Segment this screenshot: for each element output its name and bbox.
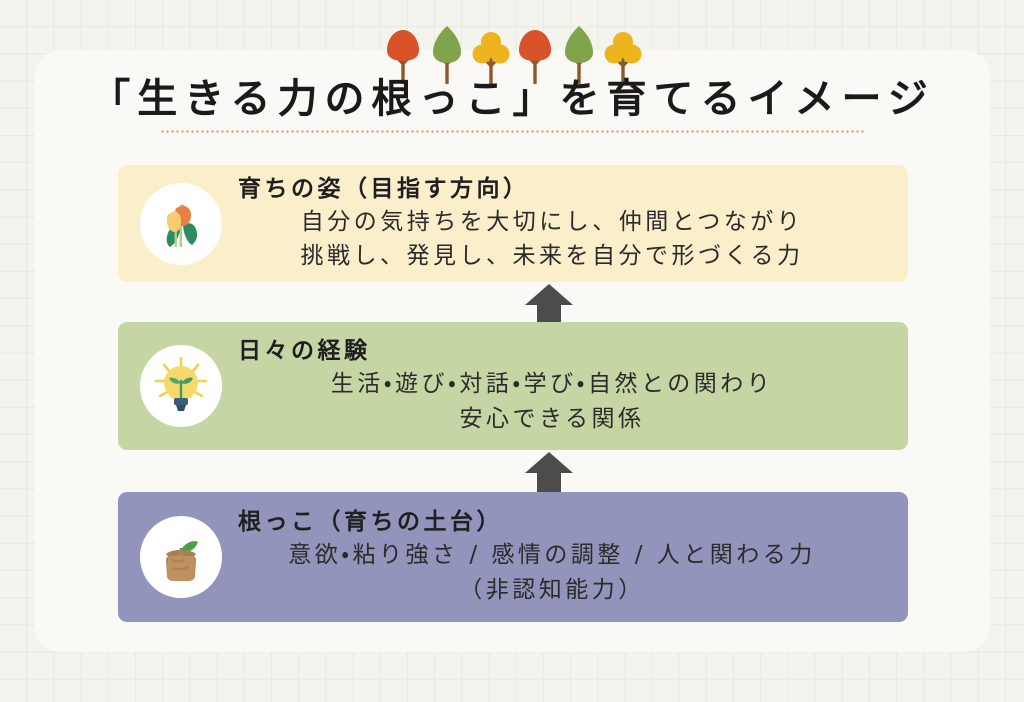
layer-card-roots-foundation[interactable]: 根っこ（育ちの土台） 意欲・粘り強さ / 感情の調整 / 人と関わる力 （非認知… — [118, 492, 908, 622]
arrow-up-to-experience-icon — [519, 450, 579, 496]
tree-decoration-6 — [603, 26, 643, 84]
layer-card-daily-experience[interactable]: 日々の経験 生活・遊び・対話・学び・自然との関わり 安心できる関係 — [118, 322, 908, 450]
layer-heading-daily-experience: 日々の経験 — [238, 338, 371, 365]
layer-heading-growth-vision: 育ちの姿（目指す方向） — [238, 175, 530, 202]
layer-body-line: 生活・遊び・対話・学び・自然との関わり — [330, 371, 774, 398]
page-title: 「生きる力の根っこ」を育てるイメージ — [90, 76, 935, 122]
layer-body-line: （非認知能力） — [459, 576, 645, 603]
layer-heading-roots-foundation: 根っこ（育ちの土台） — [238, 509, 503, 536]
layer-body-line: 意欲・粘り強さ / 感情の調整 / 人と関わる力 — [288, 542, 816, 569]
title-underline — [159, 130, 866, 133]
tree-decoration-5 — [559, 26, 599, 84]
tree-decoration-4 — [515, 26, 555, 84]
layer-text-roots-foundation: 根っこ（育ちの土台） 意欲・粘り強さ / 感情の調整 / 人と関わる力 （非認知… — [230, 507, 908, 606]
layer-card-growth-vision[interactable]: 育ちの姿（目指す方向） 自分の気持ちを大切にし、仲間とつながり 挑戦し、発見し、… — [118, 165, 908, 282]
lightbulb-sprout-icon — [140, 345, 222, 427]
layer-body-line: 挑戦し、発見し、未来を自分で形づくる力 — [300, 243, 804, 270]
slide-card: 「生きる力の根っこ」を育てるイメージ 育ちの姿（目指す方向） 自分の — [35, 26, 990, 652]
tree-decoration-2 — [427, 26, 467, 84]
tree-decoration-3 — [471, 26, 511, 84]
layer-text-daily-experience: 日々の経験 生活・遊び・対話・学び・自然との関わり 安心できる関係 — [230, 336, 908, 435]
tree-decoration-1 — [383, 26, 423, 84]
arrow-up-to-growth-icon — [519, 282, 579, 328]
seedling-bag-icon — [140, 516, 222, 598]
layer-body-line: 安心できる関係 — [459, 405, 645, 432]
tulip-icon — [140, 182, 222, 265]
layer-body-line: 自分の気持ちを大切にし、仲間とつながり — [300, 208, 804, 235]
tree-row — [35, 22, 990, 84]
title-block: 「生きる力の根っこ」を育てるイメージ — [35, 74, 990, 133]
layer-text-growth-vision: 育ちの姿（目指す方向） 自分の気持ちを大切にし、仲間とつながり 挑戦し、発見し、… — [230, 174, 908, 273]
